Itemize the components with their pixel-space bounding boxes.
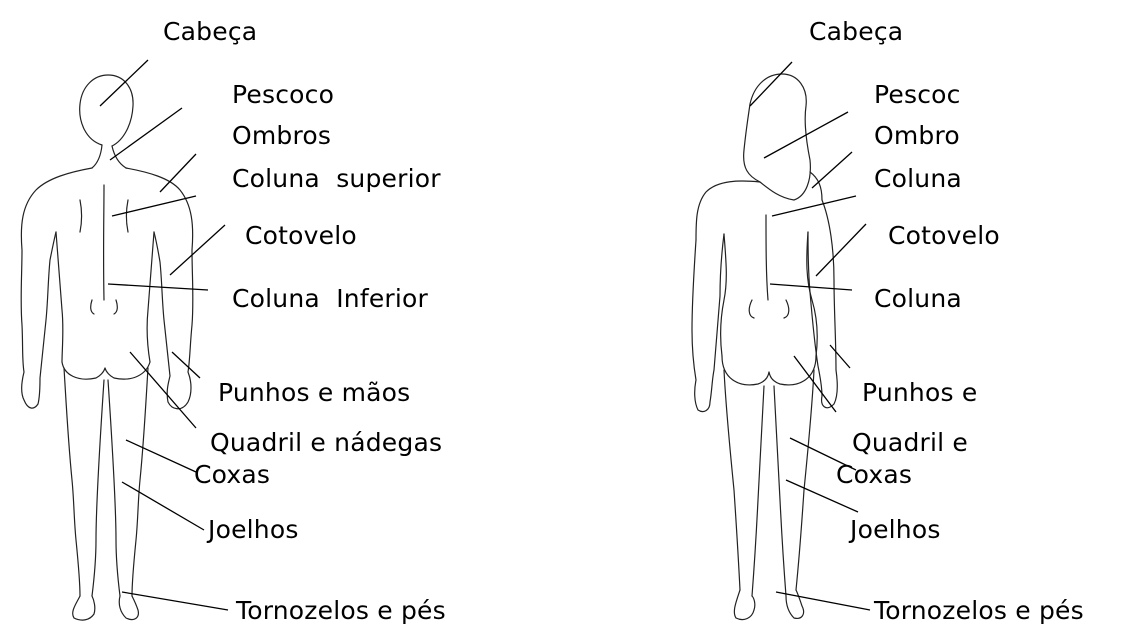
- female-torso: [720, 231, 818, 357]
- male-head: [79, 74, 134, 147]
- female-label-elbow: Cotovelo: [888, 221, 1000, 250]
- male-label-head: Cabeça: [163, 17, 258, 46]
- male-label-lower-spine: Coluna Inferior: [232, 284, 428, 313]
- male-figure: [20, 74, 194, 621]
- female-label-wrists-hands: Punhos e: [862, 378, 978, 407]
- male-torso: [55, 231, 155, 363]
- female-label-thighs: Coxas: [836, 460, 913, 489]
- female-right-arm: [807, 199, 838, 409]
- female-figure: [691, 73, 838, 621]
- male-label-wrists-hands: Punhos e mãos: [218, 378, 411, 407]
- male-label-knees: Joelhos: [208, 515, 299, 544]
- female-label-neck: Pescoc: [874, 80, 961, 109]
- female-feet: [733, 589, 805, 621]
- male-neck: [91, 144, 127, 169]
- male-label-upper-spine: Coluna superior: [232, 164, 441, 193]
- male-label-hips-buttocks: Quadril e nádegas: [210, 428, 443, 457]
- male-leader-lines: [99, 59, 229, 611]
- male-label-ankles-feet: Tornozelos e pés: [236, 596, 446, 625]
- female-label-knees: Joelhos: [850, 515, 941, 544]
- male-left-arm: [20, 167, 93, 409]
- male-buttocks: [61, 299, 151, 380]
- male-label-elbow: Cotovelo: [245, 221, 357, 250]
- male-spine: [79, 184, 129, 301]
- female-shoulders: [695, 171, 823, 241]
- female-label-lower-spine: Coluna: [874, 284, 962, 313]
- female-label-hips-buttocks: Quadril e: [852, 428, 969, 457]
- female-legs: [723, 369, 815, 597]
- female-label-upper-spine: Coluna: [874, 164, 962, 193]
- female-spine: [765, 214, 769, 301]
- male-label-neck: Pescoco: [232, 80, 335, 109]
- male-right-arm: [125, 167, 194, 410]
- male-feet: [72, 595, 139, 621]
- female-label-ankles-feet: Tornozelos e pés: [874, 596, 1084, 625]
- male-label-shoulders: Ombros: [232, 121, 332, 150]
- female-hair: [743, 73, 811, 201]
- female-label-head: Cabeça: [809, 17, 904, 46]
- male-legs: [63, 367, 149, 597]
- male-label-thighs: Coxas: [194, 460, 271, 489]
- female-left-arm: [691, 233, 725, 413]
- female-label-shoulder: Ombro: [874, 121, 960, 150]
- female-buttocks: [721, 299, 817, 386]
- female-leader-lines: [749, 61, 871, 611]
